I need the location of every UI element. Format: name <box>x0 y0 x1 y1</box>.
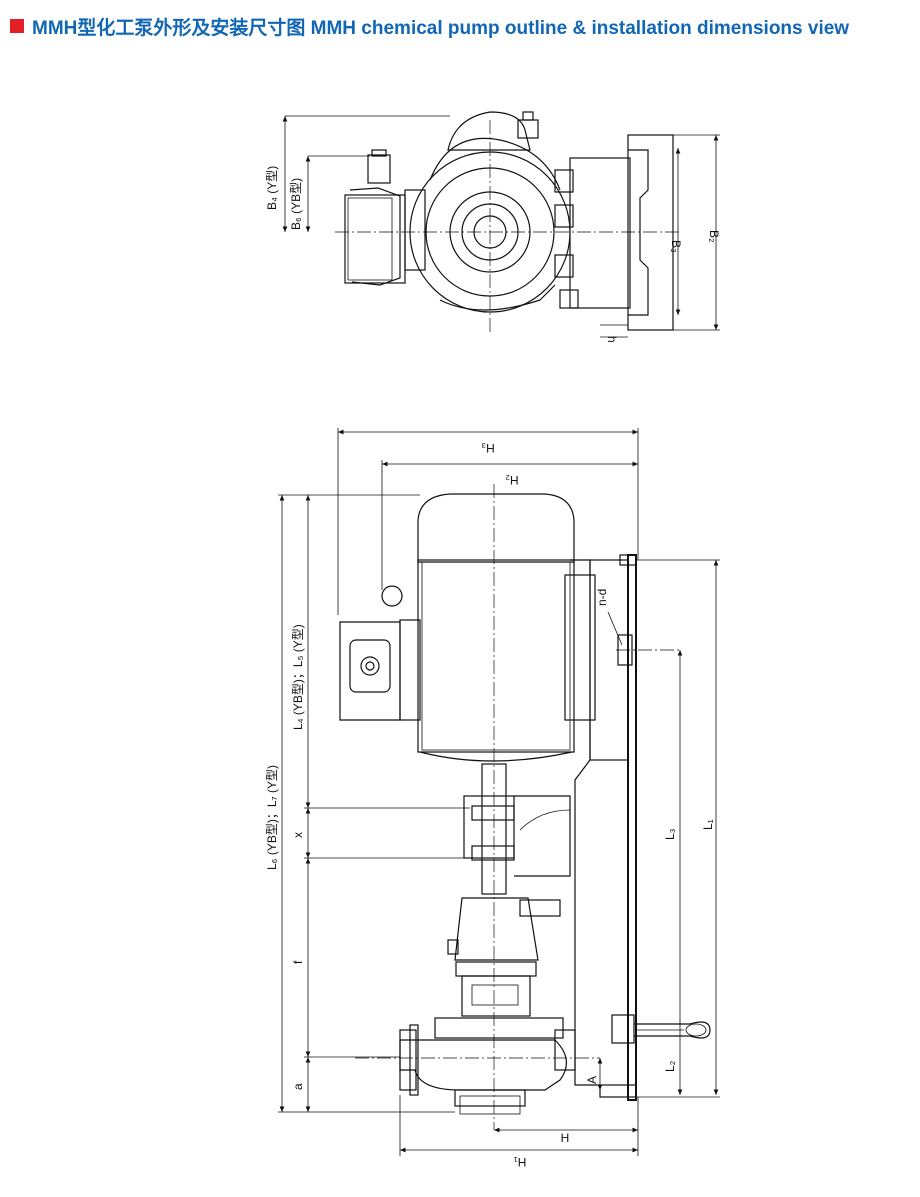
label-x: x <box>291 832 305 838</box>
label-H: H <box>561 1131 570 1145</box>
label-b6: B₆ (YB型) <box>289 178 303 230</box>
page-title: MMH型化工泵外形及安装尺寸图 MMH chemical pump outlin… <box>32 17 850 39</box>
label-b2: B₂ <box>707 230 721 243</box>
side-view: H₃ H₂ <box>265 428 720 1169</box>
label-l6-l7: L₆ (YB型)；L₇ (Y型) <box>265 765 279 870</box>
page-header: MMH型化工泵外形及安装尺寸图 MMH chemical pump outlin… <box>10 14 850 39</box>
label-nd: n-d <box>595 589 609 606</box>
top-view: B₄ (Y型) B₆ (YB型) B₃ B₂ h <box>265 111 721 343</box>
label-h3: H₃ <box>481 441 495 455</box>
label-f: f <box>291 960 305 964</box>
label-l4-l5: L₄ (YB型)；L₅ (Y型) <box>291 624 305 730</box>
label-l1: L₁ <box>701 819 715 830</box>
label-l2: L₂ <box>663 1060 677 1072</box>
label-b3: B₃ <box>669 240 683 253</box>
label-l3: L₃ <box>663 828 677 840</box>
label-h: h <box>605 336 619 343</box>
label-b4: B₄ (Y型) <box>265 166 279 210</box>
label-h2: H₂ <box>505 473 519 487</box>
label-A: A <box>585 1076 599 1084</box>
label-h1: H₁ <box>514 1155 527 1169</box>
label-a: a <box>291 1083 305 1090</box>
red-square-icon <box>10 19 24 33</box>
